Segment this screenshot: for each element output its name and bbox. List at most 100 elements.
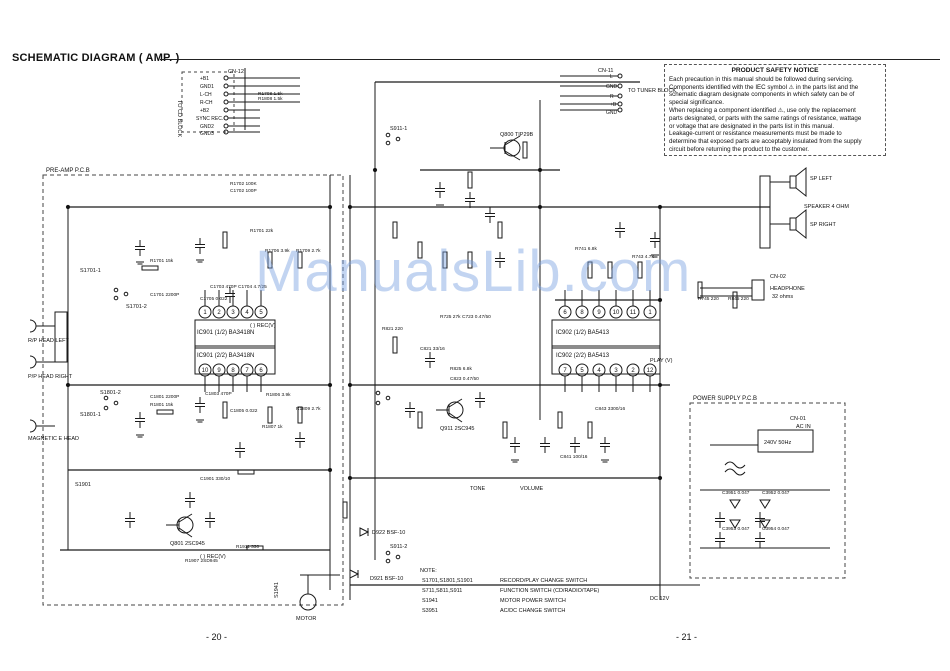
part-label: R1806 3.9k [266, 392, 291, 398]
notice-line: special significance. [669, 99, 725, 107]
part-label: R1808 1.5k [258, 96, 283, 102]
resistor [392, 221, 398, 239]
part-label: C1805 0.022 [230, 408, 258, 414]
motor-label: MOTOR [296, 616, 316, 622]
sp-right-label: SP RIGHT [810, 222, 837, 228]
transistor-q800 [490, 135, 521, 161]
part-label: R741 6.8k [575, 246, 597, 252]
ic902a-label: IC902 (1/2) BA5413 [556, 330, 610, 336]
cn12-pin: GND2 [200, 124, 214, 130]
note-code: S1701,S1801,S1901 [422, 578, 473, 584]
part-label: C821 33/16 [420, 346, 445, 352]
part-label: C1705 0.022 [200, 296, 228, 302]
part-label: R1907 2SD945 [185, 558, 218, 564]
part-label: C1803 470P [205, 391, 232, 397]
page-number-left: - 20 - [206, 632, 228, 642]
play-tv-label: PLAY (V) [650, 358, 673, 364]
resistor [297, 406, 303, 424]
s1801b-label: S1801-1 [80, 412, 101, 418]
ic902b-pin-number: 12 [647, 368, 654, 374]
part-label: C3953 0.047 [722, 526, 750, 532]
vertical-trunks [67, 68, 661, 600]
cn11-label: CN-11 [598, 68, 614, 74]
transistor-q801 [166, 513, 194, 538]
ic902a-pin-number: 10 [613, 310, 620, 316]
part-label: R1801 15k [150, 402, 174, 408]
junction-dot [537, 204, 543, 210]
part-label: C723 0.47/50 [462, 314, 491, 320]
junction-dot [327, 382, 333, 388]
to-cd-label: TO CD BLOCK [176, 100, 182, 138]
part-label: C3951 0.047 [722, 490, 750, 496]
cn12-pin: +B2 [200, 108, 209, 114]
part-label: C843 3300/16 [595, 406, 625, 412]
ic902b-pin-number: 5 [580, 368, 584, 374]
part-label: C1801 2200P [150, 394, 179, 400]
power-pcb-label: POWER SUPPLY P.C.B [693, 396, 757, 402]
part-label: C823 0.47/50 [450, 376, 479, 382]
power-pcb-outline [689, 402, 846, 579]
to-tuner-label: TO TUNER BLOCK [628, 88, 676, 94]
cn02-label: CN-02 [770, 274, 786, 280]
resistor [497, 221, 503, 239]
signal-bus [60, 81, 770, 586]
power-supply-parts [640, 429, 830, 586]
ic902a-pin-number: 9 [597, 310, 601, 316]
part-label: R1706 3.9k [265, 248, 290, 254]
part-label: C841 100/16 [560, 454, 588, 460]
part-label: R825 6.8k [450, 366, 472, 372]
cn12-block-outline [181, 71, 235, 133]
note-desc: FUNCTION SWITCH (CD/RADIO/TAPE) [500, 588, 599, 594]
headphone-jack [700, 279, 765, 301]
junction-dot [657, 204, 663, 210]
part-label: R821 220 [382, 326, 403, 332]
part-label: C1704 4.7/25 [238, 284, 267, 290]
resistor [246, 545, 264, 551]
junction-dot [657, 297, 663, 303]
part-label: C3954 0.047 [762, 526, 790, 532]
notice-line: determine that exposed parts are accepta… [669, 138, 862, 146]
ic902b-pin-number: 2 [631, 368, 635, 374]
note-desc: RECORD/PLAY CHANGE SWITCH [500, 578, 587, 584]
tone-label: TONE [470, 486, 486, 492]
s911b-label: S911-2 [390, 544, 407, 550]
ic901a-pin-number: 3 [231, 310, 235, 316]
q800-label: Q800 TIP29B [500, 132, 534, 138]
ic901b-body [194, 345, 276, 375]
ic901a-pin-number: 4 [245, 310, 249, 316]
ic902b-pin-number: 3 [614, 368, 618, 374]
ic901b-pin-number: 6 [259, 368, 263, 374]
resistor [467, 251, 473, 269]
cn12-label: CN-12 [228, 69, 244, 75]
junction-dot [657, 382, 663, 388]
part-label: R1701 22k [250, 228, 274, 234]
note-desc: AC/DC CHANGE SWITCH [500, 608, 565, 614]
ac-in-label: AC IN [796, 424, 811, 430]
cn12-pin: GND3 [200, 131, 214, 137]
resistor [141, 265, 159, 271]
resistor [237, 469, 255, 475]
s1801-label: S1801-2 [100, 390, 121, 396]
resistor [697, 281, 703, 299]
title-rule [160, 59, 940, 60]
part-label: C3952 0.047 [762, 490, 790, 496]
s1701b-label: S1701-2 [126, 304, 147, 310]
rec-v-label: ( ) REC(V) [250, 323, 276, 329]
speaker-symbols [759, 166, 807, 249]
head-jacks [29, 311, 68, 433]
resistor [392, 336, 398, 354]
d921-label: D921 BSF-10 [370, 576, 403, 582]
ic901a-body [194, 319, 276, 349]
cn11-pin: L [610, 74, 613, 80]
cn11-pin: R [610, 94, 614, 100]
junction-dot [347, 382, 353, 388]
cn12-pin: +B1 [200, 76, 209, 82]
headphone-label: HEADPHONE [770, 286, 805, 292]
erase-head-label: MAGNETIC E HEAD [28, 436, 79, 442]
ic901a-label: IC901 (1/2) BA3418N [197, 330, 254, 336]
part-label: R1809 2.7k [296, 406, 321, 412]
resistor [222, 231, 228, 249]
